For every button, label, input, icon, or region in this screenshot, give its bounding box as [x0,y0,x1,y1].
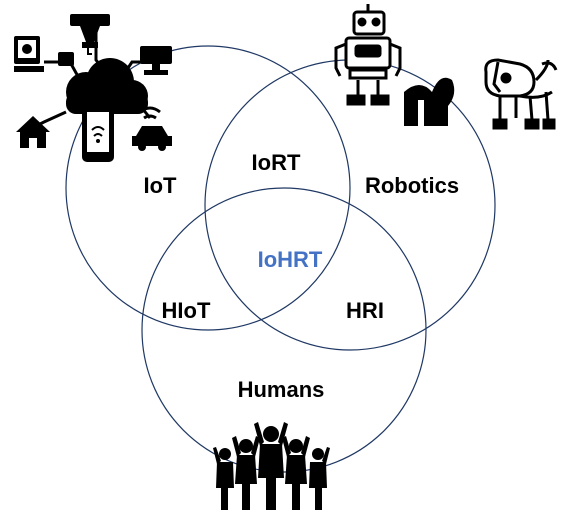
iot-circle [65,45,351,331]
iot-network-icon [14,14,172,162]
robotics-label: Robotics [365,173,459,198]
iohrt-label: IoHRT [258,247,323,272]
humans-label: Humans [238,377,325,402]
robot-icon [334,4,402,106]
iot-label: IoT [144,173,178,198]
cheering-crowd-icon [213,422,330,510]
hri-label: HRI [346,298,384,323]
iort-label: IoRT [252,150,301,175]
hiot-label: HIoT [162,298,211,323]
flexed-arm-icon [404,77,455,126]
humans-circle [141,187,427,473]
robot-dog-icon [484,58,558,130]
